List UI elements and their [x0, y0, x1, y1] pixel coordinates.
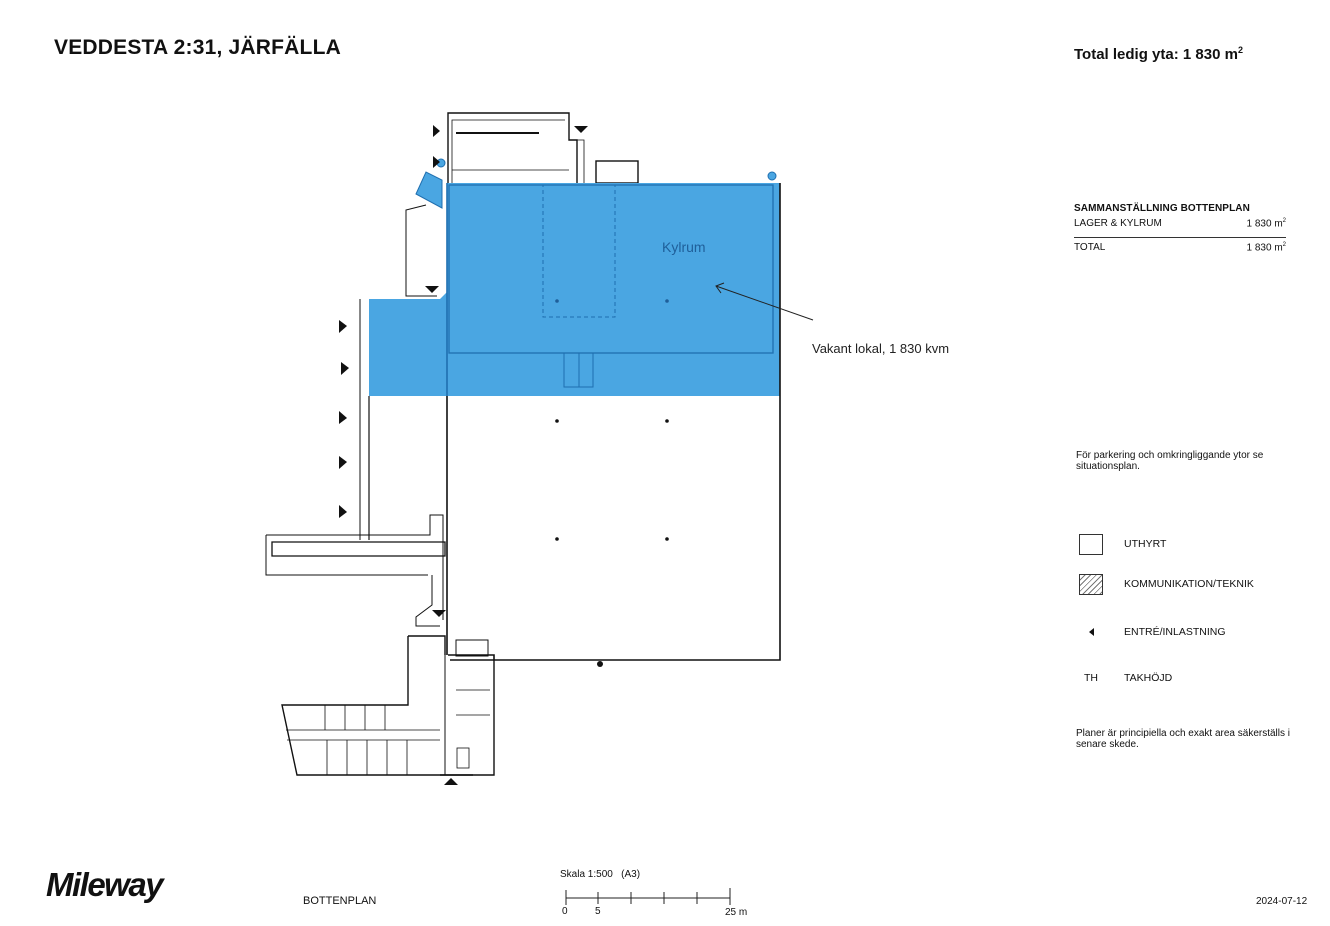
vacant-callout: Vakant lokal, 1 830 kvm: [812, 341, 950, 356]
plan-date: 2024-07-12: [1256, 896, 1308, 907]
mileway-logo: Mileway: [46, 866, 164, 903]
scale-tick-25: 25 m: [725, 907, 748, 918]
plan-name: BOTTENPLAN: [303, 895, 377, 907]
unit-superscript: 2: [1282, 218, 1286, 224]
entrance-triangle-icon: [1078, 621, 1104, 643]
room-label-kylrum: Kylrum: [662, 239, 706, 255]
legend-label: ENTRÉ/INLASTNING: [1124, 626, 1226, 638]
legend-item-takhojd: TH TAKHÖJD: [1078, 666, 1254, 690]
value-text: 1 830 m: [1246, 242, 1283, 254]
vacant-area: [369, 158, 780, 396]
unit-superscript: 2: [1282, 242, 1286, 249]
summary-total-value: 1 830 m2: [1247, 242, 1286, 253]
value-text: 1 830 m: [1246, 218, 1283, 230]
area-summary: SAMMANSTÄLLNING BOTTENPLAN LAGER & KYLRU…: [1074, 203, 1286, 254]
legend-label: TAKHÖJD: [1124, 672, 1173, 684]
scale-label: Skala 1:500 (A3): [560, 869, 641, 880]
summary-row-label: LAGER & KYLRUM: [1074, 218, 1162, 229]
unit-superscript: 2: [1237, 45, 1243, 55]
legend-item-kommunikation: KOMMUNIKATION/TEKNIK: [1078, 572, 1254, 596]
total-free-area: Total ledig yta: 1 830 m2: [1074, 45, 1243, 63]
summary-row: LAGER & KYLRUM 1 830 m2: [1074, 218, 1286, 229]
summary-row-value: 1 830 m2: [1247, 218, 1286, 229]
parking-note: För parkering och omkringliggande ytor s…: [1076, 450, 1264, 472]
page-title: VEDDESTA 2:31, JÄRFÄLLA: [54, 36, 341, 59]
scale-tick-5: 5: [595, 906, 601, 917]
legend-label: KOMMUNIKATION/TEKNIK: [1124, 578, 1254, 590]
summary-total-row: TOTAL 1 830 m2: [1074, 242, 1286, 253]
summary-divider: [1074, 237, 1286, 239]
hatched-box-icon: [1078, 573, 1104, 595]
legend-label: UTHYRT: [1124, 538, 1167, 550]
th-symbol: TH: [1084, 672, 1098, 684]
scale-tick-0: 0: [562, 906, 568, 917]
summary-heading: SAMMANSTÄLLNING BOTTENPLAN: [1074, 203, 1250, 214]
summary-total-label: TOTAL: [1074, 242, 1106, 254]
plain-box-icon: [1078, 533, 1104, 555]
legend: UTHYRT KOMMUNIKATION/TEKNIK ENTRÉ/INLAST…: [1078, 532, 1254, 690]
disclaimer-note: Planer är principiella och exakt area sä…: [1076, 728, 1290, 750]
legend-item-uthyrt: UTHYRT: [1078, 532, 1254, 556]
legend-item-entre: ENTRÉ/INLASTNING: [1078, 620, 1254, 644]
total-free-area-text: Total ledig yta: 1 830 m: [1074, 46, 1238, 63]
